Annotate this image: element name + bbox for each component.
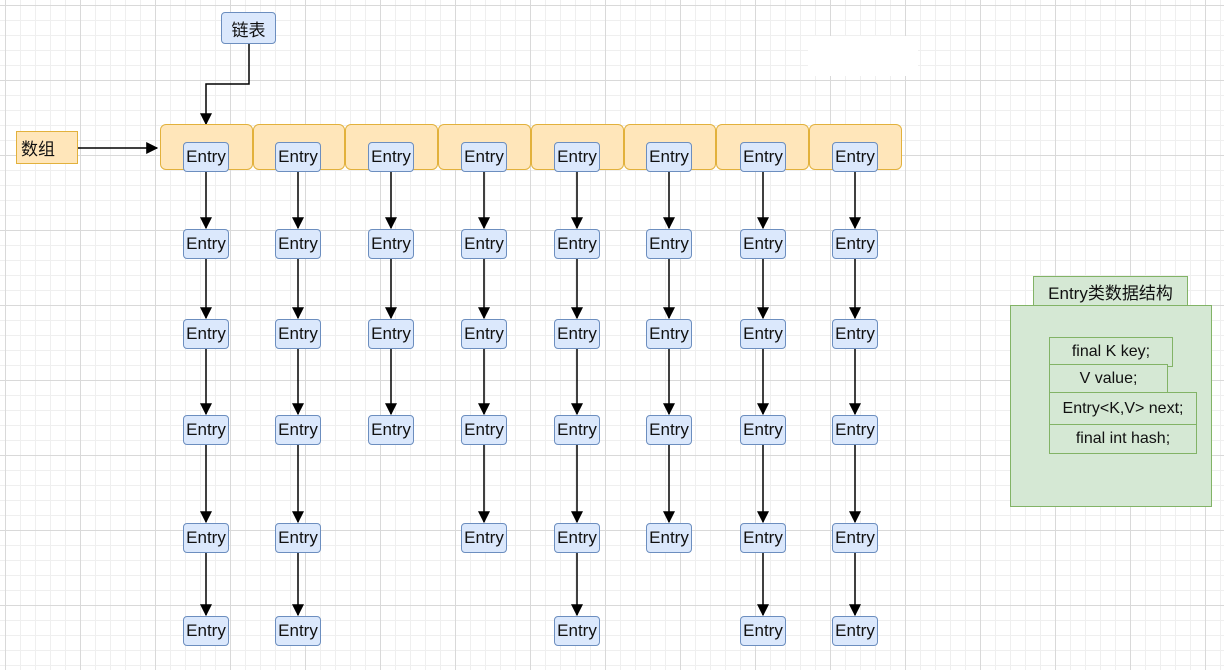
field-value: V value; (1049, 364, 1168, 394)
linked-list-pointer-arrow (200, 44, 250, 126)
blank-area (808, 36, 918, 76)
entry-node: Entry (832, 415, 878, 445)
entry-node: Entry (275, 229, 321, 259)
field-next: Entry<K,V> next; (1049, 392, 1197, 425)
entry-node: Entry (646, 142, 692, 172)
entry-node: Entry (646, 319, 692, 349)
entry-node: Entry (554, 142, 600, 172)
entry-node: Entry (368, 415, 414, 445)
entry-node: Entry (368, 319, 414, 349)
entry-node: Entry (183, 319, 229, 349)
entry-node: Entry (740, 319, 786, 349)
entry-node: Entry (183, 229, 229, 259)
entry-node: Entry (554, 319, 600, 349)
entry-node: Entry (832, 229, 878, 259)
entry-node: Entry (740, 229, 786, 259)
entry-node: Entry (554, 415, 600, 445)
entry-node: Entry (275, 415, 321, 445)
entry-node: Entry (183, 523, 229, 553)
array-label: 数组 (16, 131, 78, 164)
entry-node: Entry (461, 142, 507, 172)
field-hash: final int hash; (1049, 424, 1197, 454)
entry-node: Entry (832, 142, 878, 172)
entry-node: Entry (183, 142, 229, 172)
entry-node: Entry (832, 616, 878, 646)
entry-node: Entry (275, 616, 321, 646)
entry-node: Entry (740, 142, 786, 172)
entry-node: Entry (740, 616, 786, 646)
entry-node: Entry (461, 229, 507, 259)
entry-node: Entry (461, 319, 507, 349)
entry-node: Entry (554, 229, 600, 259)
field-key: final K key; (1049, 337, 1173, 367)
entry-node: Entry (554, 523, 600, 553)
entry-node: Entry (646, 415, 692, 445)
chain-edges (200, 172, 861, 617)
entry-struct-title: Entry类数据结构 (1033, 276, 1188, 306)
entry-node: Entry (275, 319, 321, 349)
entry-node: Entry (461, 523, 507, 553)
entry-node: Entry (368, 142, 414, 172)
entry-node: Entry (832, 523, 878, 553)
entry-node: Entry (183, 415, 229, 445)
entry-node: Entry (275, 142, 321, 172)
entry-node: Entry (740, 415, 786, 445)
entry-node: Entry (646, 523, 692, 553)
linked-list-label: 链表 (221, 12, 276, 44)
entry-node: Entry (461, 415, 507, 445)
entry-node: Entry (554, 616, 600, 646)
entry-node: Entry (183, 616, 229, 646)
entry-node: Entry (832, 319, 878, 349)
entry-node: Entry (740, 523, 786, 553)
entry-node: Entry (646, 229, 692, 259)
entry-node: Entry (275, 523, 321, 553)
entry-node: Entry (368, 229, 414, 259)
